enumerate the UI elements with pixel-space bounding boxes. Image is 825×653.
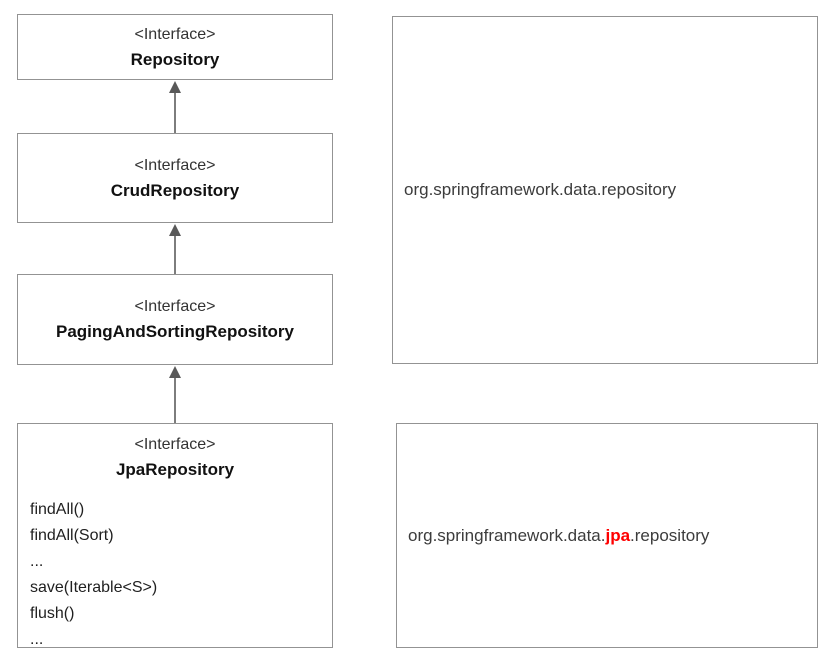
package-box-core-repository: org.springframework.data.repository [392,16,818,364]
interface-box-crudrepository: <Interface> CrudRepository [17,133,333,223]
interface-box-pagingandsortingrepository: <Interface> PagingAndSortingRepository [17,274,333,365]
package-name-suffix: .repository [630,525,710,545]
arrow-head-icon [169,224,181,236]
arrow-line [174,93,176,133]
interface-name: CrudRepository [110,180,240,200]
method-item: findAll() [30,501,85,518]
stereotype-label: <Interface> [134,156,216,174]
inheritance-arrow-icon [169,81,181,133]
stereotype-label: <Interface> [134,25,216,43]
inheritance-arrow-icon [169,366,181,423]
package-box-jpa-repository: org.springframework.data.jpa.repository [396,423,818,648]
package-name: org.springframework.data.repository [404,180,677,199]
method-list: findAll() findAll(Sort) ... save(Iterabl… [18,497,332,653]
arrow-head-icon [169,81,181,93]
interface-name: Repository [130,49,220,69]
interface-box-jparepository: <Interface> JpaRepository findAll() find… [17,423,333,648]
arrow-line [174,378,176,423]
method-item: flush() [30,605,75,622]
stereotype-label: <Interface> [134,298,216,315]
arrow-head-icon [169,366,181,378]
method-item-ellipsis: ... [30,631,44,648]
stereotype-label: <Interface> [134,436,216,453]
interface-name: JpaRepository [115,460,235,479]
method-item-ellipsis: ... [30,553,44,570]
inheritance-arrow-icon [169,224,181,274]
package-name: org.springframework.data.jpa.repository [397,526,709,546]
interface-box-repository: <Interface> Repository [17,14,333,80]
arrow-line [174,236,176,274]
method-item: save(Iterable<S>) [30,579,158,596]
package-name-prefix: org.springframework.data. [408,525,606,545]
method-item: findAll(Sort) [30,527,114,544]
interface-name: PagingAndSortingRepository [56,322,294,341]
package-name-jpa-highlight: jpa [605,525,631,545]
